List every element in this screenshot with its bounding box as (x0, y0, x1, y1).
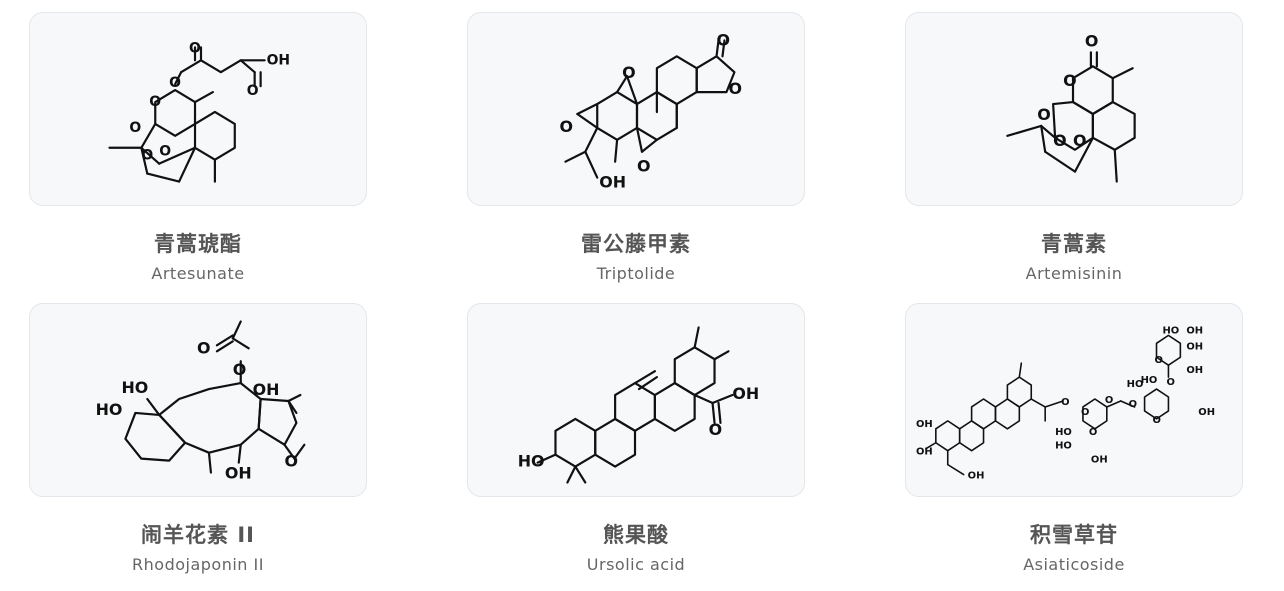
structure-panel: OH O HO (467, 303, 805, 497)
compound-card-asiaticoside[interactable]: OH OH O OH HO O OH O O O HO O O O HO OH (905, 303, 1243, 574)
compound-card-triptolide[interactable]: O O O O OH O 雷公藤甲素 Triptolide (467, 12, 805, 283)
atom-label: O (622, 63, 636, 82)
structure-rhodojaponin-ii: O O HO OH HO O OH (96, 320, 306, 483)
atom-label: O (141, 148, 153, 164)
atom-label: O (1037, 105, 1051, 124)
atom-label: O (1155, 355, 1163, 366)
compound-name-en: Ursolic acid (586, 555, 686, 574)
atom-label: O (284, 452, 298, 471)
atom-label: OH (599, 173, 626, 192)
atom-label: O (1089, 427, 1097, 438)
atom-label: HO (518, 452, 545, 471)
atom-label: HO (1055, 427, 1072, 438)
atom-label: OH (1198, 407, 1215, 418)
compound-name-cn: 雷公藤甲素 (581, 232, 691, 256)
atom-label: HO (121, 378, 148, 397)
structure-asiaticoside: OH OH O OH HO O OH O O O HO O O O HO OH (916, 325, 1215, 482)
structure-artesunate: O O OH O O O O O (108, 40, 290, 183)
atom-label: O (1063, 71, 1077, 90)
atom-label: O (1105, 395, 1113, 406)
atom-label: HO (1127, 379, 1144, 390)
structure-panel: O O OH O O O O O (29, 12, 367, 206)
atom-label: O (1073, 131, 1087, 150)
atom-label: O (559, 117, 573, 136)
atom-label: OH (968, 471, 985, 482)
atom-label: O (1081, 407, 1089, 418)
atom-label: O (637, 157, 651, 176)
atom-label: HO (96, 400, 123, 419)
compound-name-en: Artemisinin (1025, 264, 1123, 283)
atom-label: O (1129, 399, 1137, 410)
compound-card-ursolic-acid[interactable]: OH O HO 熊果酸 Ursolic acid (467, 303, 805, 574)
atom-label: O (717, 30, 731, 49)
compound-name-cn: 青蒿素 (1041, 232, 1107, 256)
compound-name-en: Rhodojaponin II (132, 555, 264, 574)
atom-label: OH (253, 380, 280, 399)
atom-label: O (197, 338, 211, 357)
atom-label: O (129, 120, 141, 136)
compound-card-artesunate[interactable]: O O OH O O O O O 青蒿琥酯 Artesunate (29, 12, 367, 283)
atom-label: O (159, 144, 171, 160)
atom-label: OH (1186, 365, 1203, 376)
atom-label: OH (267, 52, 290, 68)
compound-card-artemisinin[interactable]: O O O O O 青蒿素 Artemisinin (905, 12, 1243, 283)
atom-label: O (247, 83, 259, 99)
compound-name-cn: 闹羊花素 II (141, 523, 255, 547)
compound-name-en: Artesunate (151, 264, 245, 283)
atom-label: OH (1091, 455, 1108, 466)
atom-label: OH (1186, 325, 1203, 336)
structure-panel: O O HO OH HO O OH (29, 303, 367, 497)
atom-label: HO (1055, 441, 1072, 452)
compound-name-en: Asiaticoside (1023, 555, 1125, 574)
atom-label: O (149, 94, 161, 110)
atom-label: O (189, 40, 201, 56)
structure-ursolic-acid: OH O HO (518, 326, 759, 484)
compound-name-en: Triptolide (596, 264, 676, 283)
atom-label: OH (225, 464, 252, 483)
atom-label: O (1053, 131, 1067, 150)
atom-label: O (1166, 377, 1174, 388)
structure-panel: OH OH O OH HO O OH O O O HO O O O HO OH (905, 303, 1243, 497)
atom-label: O (709, 420, 723, 439)
atom-label: O (1153, 415, 1161, 426)
structure-panel: O O O O OH O (467, 12, 805, 206)
compound-name-cn: 青蒿琥酯 (154, 232, 242, 256)
atom-label: HO (1141, 375, 1158, 386)
atom-label: OH (1186, 341, 1203, 352)
atom-label: OH (732, 384, 759, 403)
compound-name-cn: 熊果酸 (603, 523, 669, 547)
structure-panel: O O O O O (905, 12, 1243, 206)
atom-label: O (1085, 31, 1099, 50)
atom-label: HO (1162, 325, 1179, 336)
atom-label: O (1061, 397, 1069, 408)
structure-triptolide: O O O O OH O (559, 30, 742, 192)
atom-label: OH (916, 447, 933, 458)
atom-label: O (233, 360, 247, 379)
structure-artemisinin: O O O O O (1006, 31, 1136, 183)
compound-name-cn: 积雪草苷 (1030, 523, 1118, 547)
atom-label: O (728, 79, 742, 98)
compound-card-rhodojaponin-ii[interactable]: O O HO OH HO O OH 闹羊花素 II Rhodojaponin I… (29, 303, 367, 574)
atom-label: OH (916, 419, 933, 430)
atom-label: O (169, 75, 181, 91)
